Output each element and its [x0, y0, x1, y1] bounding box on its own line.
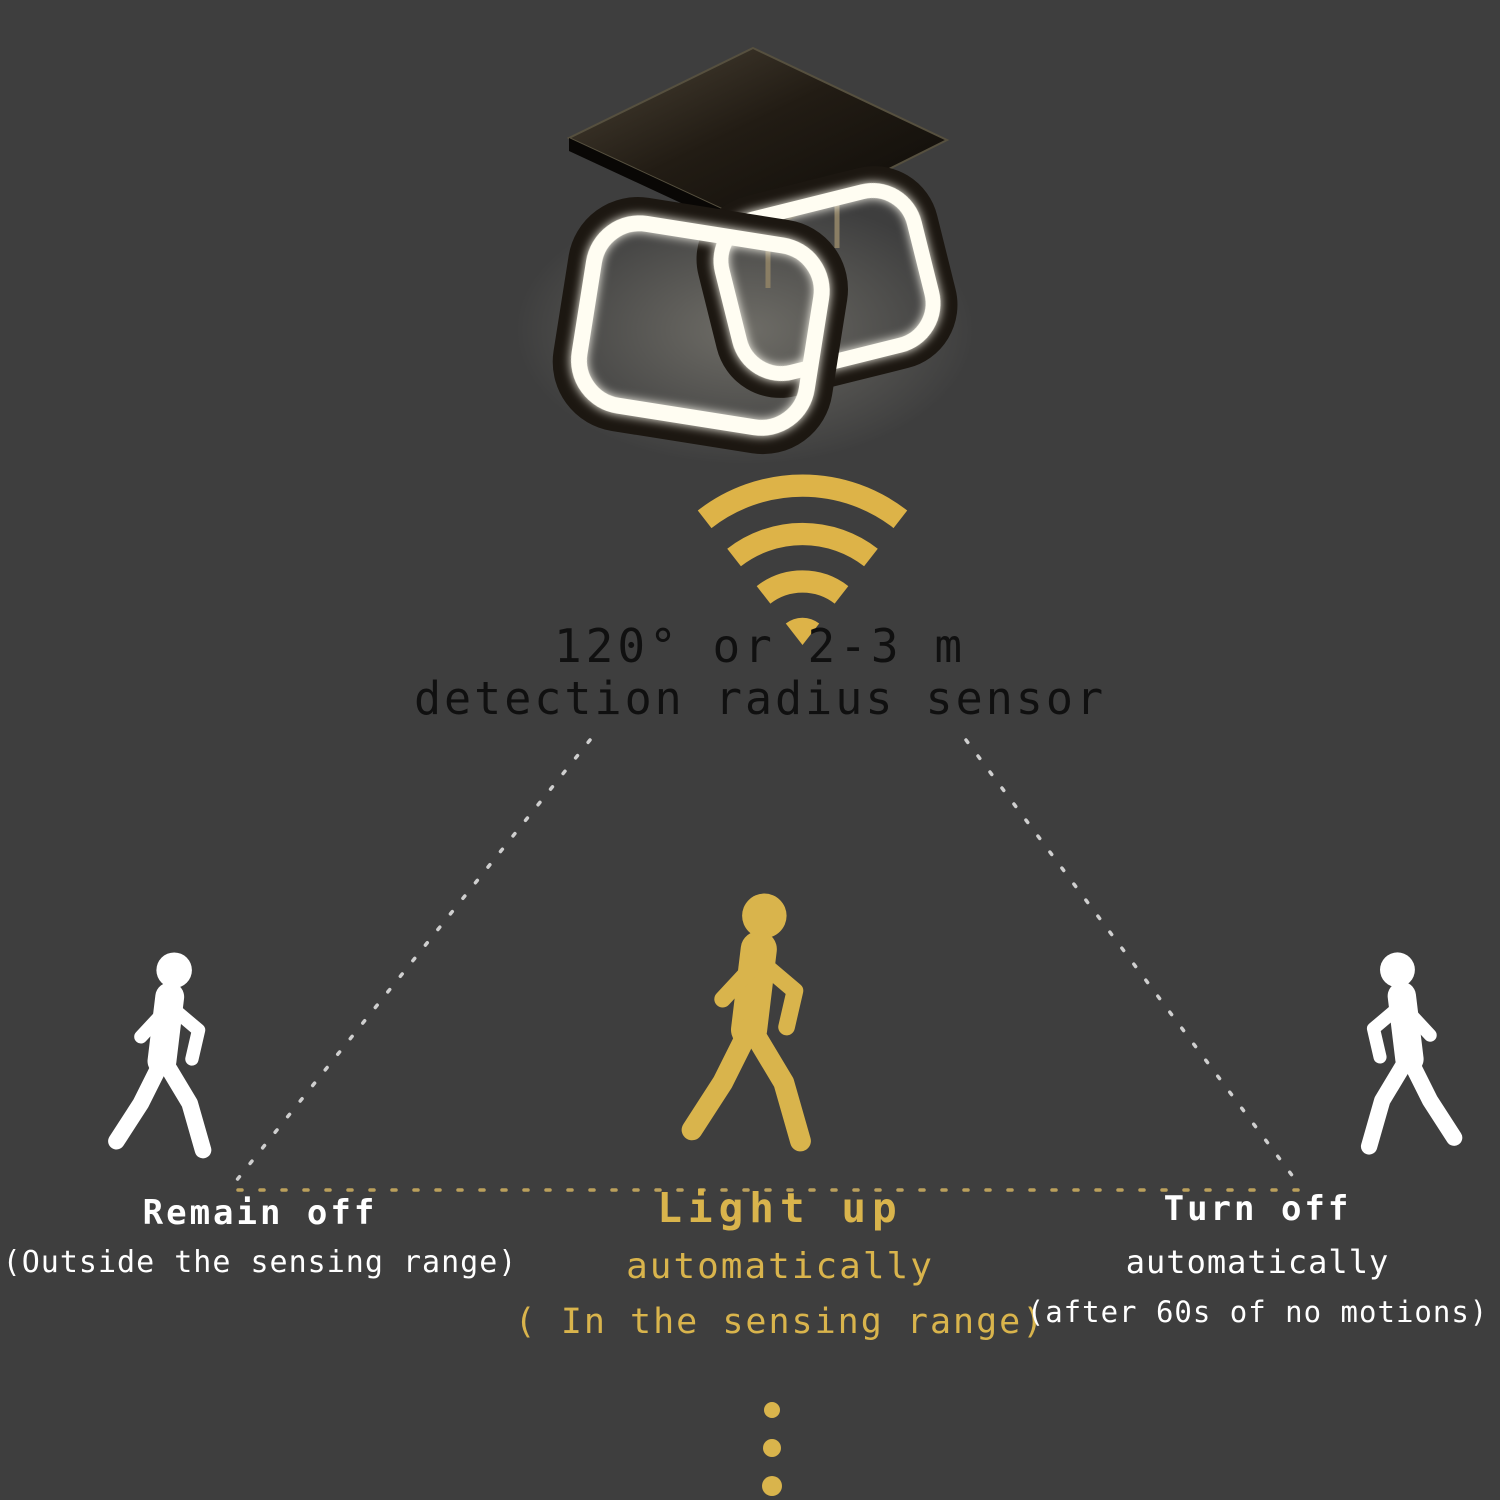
remain-off-subtitle: (Outside the sensing range) [2, 1245, 518, 1280]
motion-sensor-waves-icon [697, 474, 908, 645]
sensor-caption: 120° or 2-3 m detection radius sensor [330, 620, 1190, 725]
sensor-caption-line2: detection radius sensor [413, 671, 1107, 725]
turn-off-line2: automatically [1125, 1243, 1390, 1281]
dotted-trail-icon [762, 1402, 782, 1496]
light-up-title: Light up [657, 1184, 903, 1232]
led-ring-right [696, 166, 958, 398]
turn-off-label: Turn off automatically (after 60s of no … [1015, 1192, 1500, 1327]
light-up-label: Light up automatically ( In the sensing … [500, 1188, 1060, 1340]
light-up-line3: ( In the sensing range) [514, 1302, 1046, 1342]
walking-person-icon [100, 948, 235, 1170]
sensor-caption-line1: 120° or 2-3 m [553, 619, 967, 673]
cone-line-left [230, 738, 592, 1188]
turn-off-title: Turn off [1163, 1189, 1352, 1229]
remain-off-label: Remain off (Outside the sensing range) [0, 1196, 520, 1278]
cone-line-right [964, 738, 1302, 1188]
light-up-line2: automatically [626, 1246, 934, 1287]
remain-off-title: Remain off [142, 1193, 378, 1233]
turn-off-line3: (after 60s of no motions) [1026, 1295, 1489, 1329]
ceiling-light-fixture [515, 46, 975, 465]
walking-person-icon [672, 888, 840, 1166]
led-ring-left [552, 197, 848, 455]
walking-person-icon [1338, 948, 1470, 1166]
light-glow [515, 195, 975, 465]
